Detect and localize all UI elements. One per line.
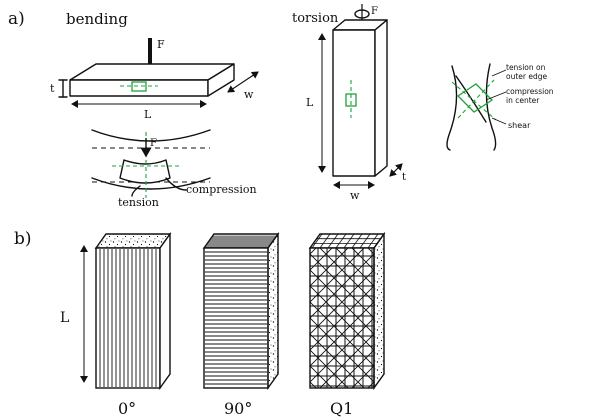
specimen-90deg: 90° bbox=[202, 231, 280, 418]
bending-force-label: F bbox=[157, 38, 165, 51]
bending-thickness-label: t bbox=[50, 82, 55, 95]
specimen-0deg: 0° bbox=[94, 231, 172, 418]
bending-length-dim: L bbox=[71, 100, 207, 121]
part-b-label: b) bbox=[14, 229, 32, 249]
torsion-thickness-label: t bbox=[402, 172, 406, 183]
tension-label: tension bbox=[118, 196, 159, 209]
top-face-lines bbox=[205, 235, 277, 248]
fibers-vertical bbox=[99, 249, 157, 387]
specimen-length-label: L bbox=[60, 310, 69, 326]
bending-width-dim: w bbox=[227, 71, 259, 101]
torsion-width-label: w bbox=[350, 189, 360, 202]
compression-label: compression bbox=[186, 183, 257, 196]
specimen-label-90deg: 90° bbox=[224, 399, 252, 418]
specimen-label-q1: Q1 bbox=[330, 399, 353, 418]
bending-width-label: w bbox=[244, 88, 254, 101]
torsion-diagram: torsion F L w bbox=[292, 4, 554, 202]
top-face-grid bbox=[311, 233, 381, 249]
torsion-detail: tension on outer edge compression in cen… bbox=[446, 63, 554, 151]
bending-length-label: L bbox=[144, 108, 152, 121]
tension-on-edge-label-line1: tension on bbox=[506, 63, 546, 72]
torsion-width-dim: w bbox=[333, 181, 375, 202]
torsion-length-label: L bbox=[306, 96, 314, 109]
compression-center-label-line1: compression bbox=[506, 87, 554, 96]
shear-label: shear bbox=[508, 121, 531, 130]
torque-label: F bbox=[371, 6, 378, 17]
torsion-length-dim: L bbox=[306, 33, 326, 173]
part-a-label: a) bbox=[8, 9, 25, 29]
compression-center-label-line2: in center bbox=[506, 96, 540, 105]
torque-arrow: F bbox=[354, 4, 378, 22]
specimen-q1: Q1 bbox=[308, 231, 386, 418]
fibers-quasi-isotropic bbox=[310, 248, 374, 388]
fibers-horizontal bbox=[205, 251, 267, 385]
bending-strain-element bbox=[131, 81, 147, 92]
specimen-length-dim: L bbox=[60, 245, 88, 383]
bending-thickness-dim: t bbox=[50, 79, 68, 98]
tension-on-edge-label-line2: outer edge bbox=[506, 72, 548, 81]
bending-detail: F tension compression bbox=[91, 129, 257, 209]
bending-detail-force-label: F bbox=[150, 138, 157, 149]
torsion-thickness-dim: t bbox=[389, 163, 406, 183]
specimen-label-0deg: 0° bbox=[118, 399, 136, 418]
bending-plate bbox=[69, 63, 235, 97]
bending-diagram: bending F t L bbox=[50, 10, 259, 209]
torsion-prism bbox=[332, 19, 388, 177]
torsion-title: torsion bbox=[292, 11, 339, 26]
bending-title: bending bbox=[66, 10, 128, 28]
